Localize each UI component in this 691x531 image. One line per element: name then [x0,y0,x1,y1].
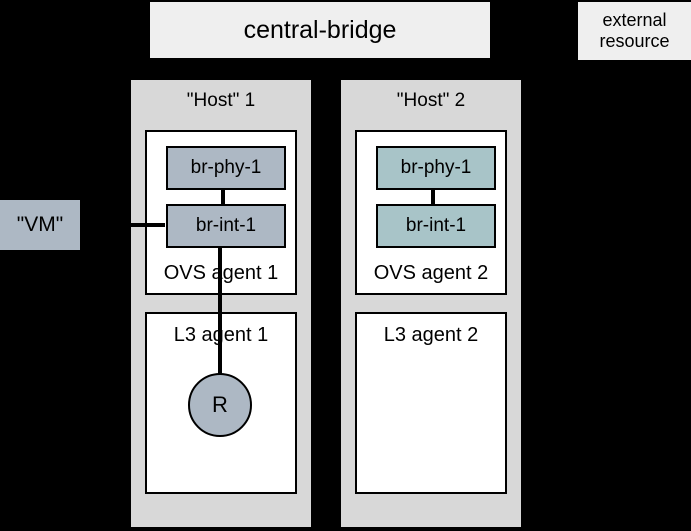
host-2-label: "Host" 2 [396,90,466,111]
host-1-router-node[interactable]: R [188,373,252,437]
host-1-brint-router-connector [218,246,222,376]
host-2-l3-agent-label: L3 agent 2 [383,324,479,346]
vm-to-br-int-connector [80,223,165,227]
host-1-label: "Host" 1 [186,90,256,111]
host-1-brphy-brint-connector [221,188,225,206]
host-2-brphy-brint-connector [431,188,435,206]
external-resource-line2: resource [599,31,670,51]
host-2-ovs-agent-label: OVS agent 2 [373,262,489,284]
central-bridge-node[interactable]: central-bridge [150,2,490,58]
host-2-br-int-1[interactable]: br-int-1 [376,204,496,248]
host-2-ovs-agent[interactable]: br-phy-1 br-int-1 OVS agent 2 [355,130,507,295]
host-1-br-phy-1[interactable]: br-phy-1 [166,146,286,190]
host-2-br-phy-1[interactable]: br-phy-1 [376,146,496,190]
host-2-l3-agent[interactable]: L3 agent 2 [355,312,507,494]
vm-node[interactable]: "VM" [0,200,80,250]
host-2-container[interactable]: "Host" 2 br-phy-1 br-int-1 OVS agent 2 L… [341,80,521,527]
external-resource-node[interactable]: external resource [578,2,691,60]
external-resource-line1: external [602,10,667,31]
host-1-br-int-1[interactable]: br-int-1 [166,204,286,248]
